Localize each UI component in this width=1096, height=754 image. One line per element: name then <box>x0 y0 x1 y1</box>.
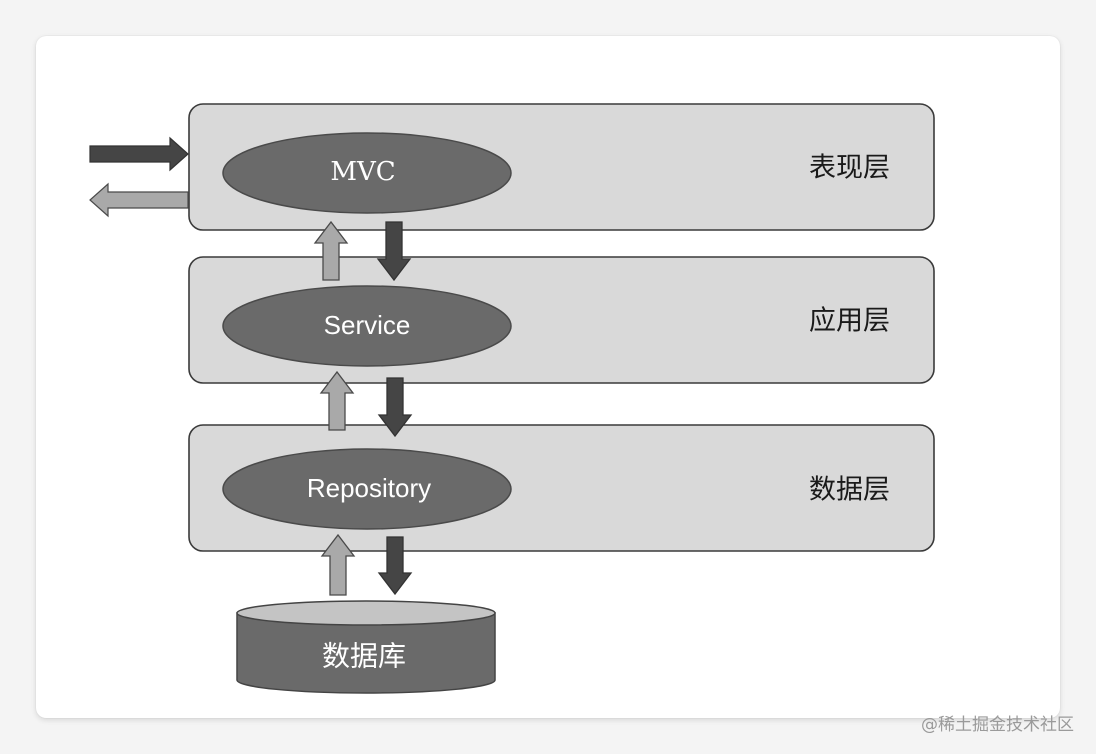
arrow-up-icon <box>320 533 356 596</box>
service-node <box>222 285 512 367</box>
presentation-layer: MVC 表现层 <box>188 103 935 231</box>
repository-node <box>222 448 512 530</box>
arrow-down-icon <box>376 221 412 282</box>
service-node-label: Service <box>324 310 411 340</box>
application-layer-label: 应用层 <box>809 306 890 337</box>
data-layer: Repository 数据层 <box>188 424 935 552</box>
database-top <box>236 600 496 626</box>
watermark: @稀土掘金技术社区 <box>921 715 1074 735</box>
repository-node-label: Repository <box>307 473 431 503</box>
arrow-right-icon <box>89 136 189 172</box>
data-layer-label: 数据层 <box>809 475 890 506</box>
presentation-layer-label: 表现层 <box>809 153 890 184</box>
arrow-up-icon <box>319 370 355 431</box>
arrow-left-icon <box>89 182 189 218</box>
mvc-node-label: MVC <box>330 157 395 187</box>
application-layer: Service 应用层 <box>188 256 935 384</box>
arrow-down-icon <box>377 536 413 596</box>
database: 数据库 <box>236 600 496 694</box>
database-label: 数据库 <box>322 640 406 673</box>
arrow-down-icon <box>377 377 413 438</box>
arrow-up-icon <box>313 220 349 281</box>
mvc-node <box>222 132 512 214</box>
database-body <box>236 612 496 694</box>
